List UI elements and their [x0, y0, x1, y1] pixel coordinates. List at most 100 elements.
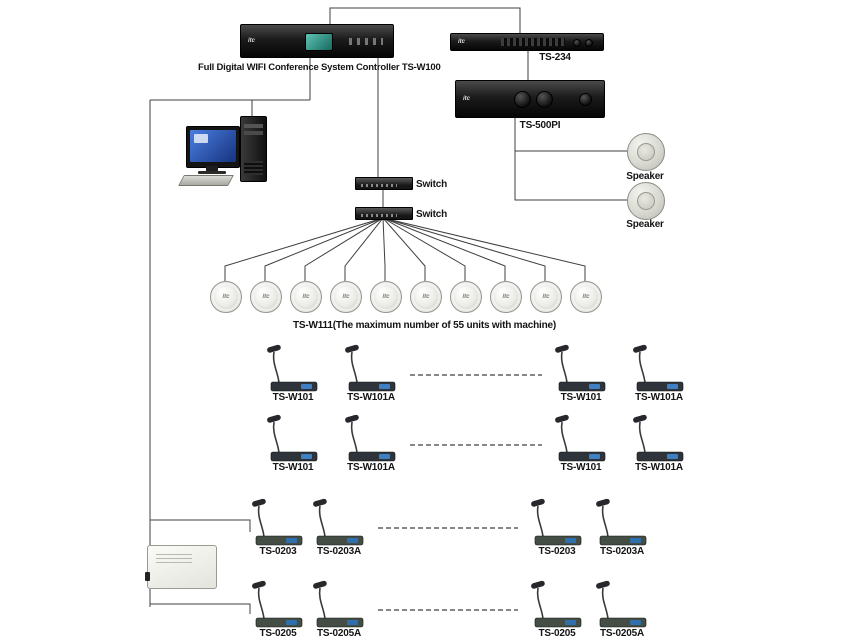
network-switch-1 [355, 177, 413, 190]
vu-meter-icon [536, 91, 553, 108]
knob-icon [579, 93, 592, 106]
ceiling-unit-ts-w111: itc [210, 281, 242, 313]
device-ts-234: itc [450, 33, 604, 51]
mic-label: TS-0205A [600, 628, 644, 639]
itc-logo: itc [262, 294, 270, 300]
mic-ts-w101a [343, 343, 396, 392]
itc-logo: itc [462, 294, 470, 300]
mic-label: TS-W101A [347, 392, 395, 403]
mic-ts-w101 [553, 343, 606, 392]
speaker-unit [627, 133, 665, 171]
mic-label: TS-0205 [259, 628, 297, 639]
wire-branch-0203 [150, 519, 251, 532]
speaker-label: Speaker [626, 219, 664, 230]
mic-label: TS-W101A [635, 462, 683, 473]
mic-ts-0203a [311, 497, 364, 546]
controller-buttons [349, 38, 383, 45]
itc-logo: itc [458, 39, 466, 45]
mic-label: TS-0203A [317, 546, 361, 557]
mic-label: TS-0203 [538, 546, 576, 557]
controller-screen [305, 33, 333, 51]
itc-logo: itc [542, 294, 550, 300]
mic-label: TS-0203A [600, 546, 644, 557]
itc-logo: itc [302, 294, 310, 300]
ceiling-unit-ts-w111: itc [370, 281, 402, 313]
wire-controller-ts234 [329, 7, 521, 33]
ceiling-unit-ts-w111: itc [530, 281, 562, 313]
monitor-stand [206, 166, 218, 171]
mic-label: TS-W101 [272, 462, 314, 473]
ts234-label: TS-234 [539, 52, 571, 63]
pc-screen [190, 130, 236, 162]
knob-icon [585, 39, 593, 47]
wire-fan [224, 217, 384, 281]
mic-ts-w101 [553, 413, 606, 462]
pc-keyboard [178, 175, 234, 186]
ceiling-unit-ts-w111: itc [570, 281, 602, 313]
itc-logo: itc [382, 294, 390, 300]
wire-branch-0205 [150, 603, 251, 614]
mic-ts-0203a [594, 497, 647, 546]
switch2-label: Switch [416, 209, 448, 220]
wire-fan [382, 217, 506, 281]
wire-fan [264, 217, 384, 281]
controller-label: Full Digital WIFI Conference System Cont… [198, 62, 441, 73]
mic-ts-w101a [631, 343, 684, 392]
monitor-base [198, 171, 226, 174]
mic-label: TS-W101A [635, 392, 683, 403]
mic-ts-w101a [343, 413, 396, 462]
mic-ts-0203 [529, 497, 582, 546]
wire-fan [382, 217, 426, 281]
itc-logo: itc [248, 38, 256, 44]
mic-label: TS-W101 [272, 392, 314, 403]
device-power-box [145, 545, 217, 589]
ceiling-unit-ts-w111: itc [410, 281, 442, 313]
ceiling-unit-ts-w111: itc [330, 281, 362, 313]
pc-tower [240, 116, 267, 182]
itc-logo: itc [222, 294, 230, 300]
mic-ts-0205 [529, 579, 582, 628]
pc-monitor [186, 126, 240, 168]
wire-fan [382, 217, 466, 281]
ceiling-unit-ts-w111: itc [290, 281, 322, 313]
wire-fan [304, 217, 384, 281]
wire-fan [382, 217, 546, 281]
mic-ts-w101a [631, 413, 684, 462]
ceiling-unit-ts-w111: itc [250, 281, 282, 313]
itc-logo: itc [502, 294, 510, 300]
switch1-label: Switch [416, 179, 448, 190]
mic-label: TS-W101A [347, 462, 395, 473]
itc-logo: itc [463, 96, 471, 102]
ceiling-unit-ts-w111: itc [490, 281, 522, 313]
ts500pi-label: TS-500PI [519, 120, 561, 131]
ceiling-units-caption: TS-W111(The maximum number of 55 units w… [293, 320, 556, 331]
itc-logo: itc [422, 294, 430, 300]
vent-slots [501, 38, 565, 46]
mic-ts-0205 [250, 579, 303, 628]
wire-fan [382, 217, 586, 281]
knob-icon [573, 39, 581, 47]
mic-ts-0205a [311, 579, 364, 628]
vu-meter-icon [514, 91, 531, 108]
device-amplifier-ts-500pi: itc [455, 80, 605, 118]
wire-amp-speaker2 [514, 116, 627, 201]
mic-ts-w101 [265, 343, 318, 392]
mic-ts-w101 [265, 413, 318, 462]
mic-label: TS-0205A [317, 628, 361, 639]
mic-label: TS-W101 [560, 392, 602, 403]
ceiling-unit-ts-w111: itc [450, 281, 482, 313]
device-controller-ts-w100: itc [240, 24, 394, 58]
wire-fan [382, 217, 386, 281]
mic-label: TS-0205 [538, 628, 576, 639]
wire-fan [344, 217, 384, 281]
mic-label: TS-W101 [560, 462, 602, 473]
itc-logo: itc [582, 294, 590, 300]
speaker-unit [627, 182, 665, 220]
mic-label: TS-0203 [259, 546, 297, 557]
mic-ts-0205a [594, 579, 647, 628]
speaker-label: Speaker [626, 171, 664, 182]
network-switch-2 [355, 207, 413, 220]
mic-ts-0203 [250, 497, 303, 546]
